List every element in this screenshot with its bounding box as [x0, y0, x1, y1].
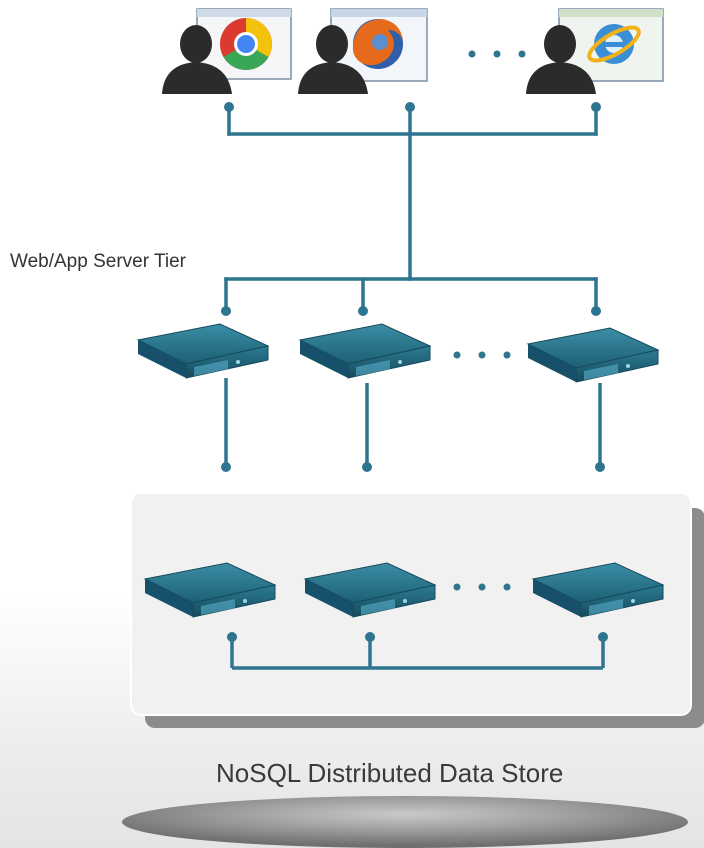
nosql-data-store-label: NoSQL Distributed Data Store: [216, 758, 564, 788]
browser-titlebar: [559, 9, 663, 17]
browser-titlebar: [197, 9, 291, 17]
data-node-3: [531, 562, 665, 618]
node-connector-endpoints: [227, 632, 608, 642]
chrome-browser-icon: [220, 18, 272, 70]
data-node-2: [303, 562, 437, 618]
web-server-3: [526, 327, 660, 383]
user-silhouette-icon: [298, 25, 368, 94]
data-store-panel: [130, 492, 704, 728]
server-to-store-lines: [224, 378, 602, 466]
internet-explorer-browser-icon: [587, 24, 641, 64]
data-node-1: [143, 562, 277, 618]
data-store-nodes: [143, 562, 665, 618]
browser-titlebar: [331, 9, 427, 17]
user-silhouette-icon: [162, 25, 232, 94]
client-chrome: [162, 8, 292, 94]
store-connector-endpoints: [221, 462, 605, 472]
ellipsis-more-nodes: [453, 583, 511, 591]
web-server-1: [136, 323, 270, 379]
client-internet-explorer: [526, 8, 664, 94]
ellipsis-more-servers: [453, 351, 511, 359]
connector-endpoints: [221, 102, 601, 316]
web-app-server-tier: [136, 323, 660, 383]
node-connector-lines: [230, 637, 605, 670]
base-platform-disk: [122, 796, 688, 848]
ellipsis-more-clients: [468, 50, 526, 58]
web-server-2: [298, 323, 432, 379]
web-app-server-tier-label: Web/App Server Tier: [10, 251, 187, 272]
client-connector-lines: [224, 105, 598, 312]
user-silhouette-icon: [526, 25, 596, 94]
client-firefox: [298, 8, 428, 94]
firefox-browser-icon: [352, 19, 403, 69]
